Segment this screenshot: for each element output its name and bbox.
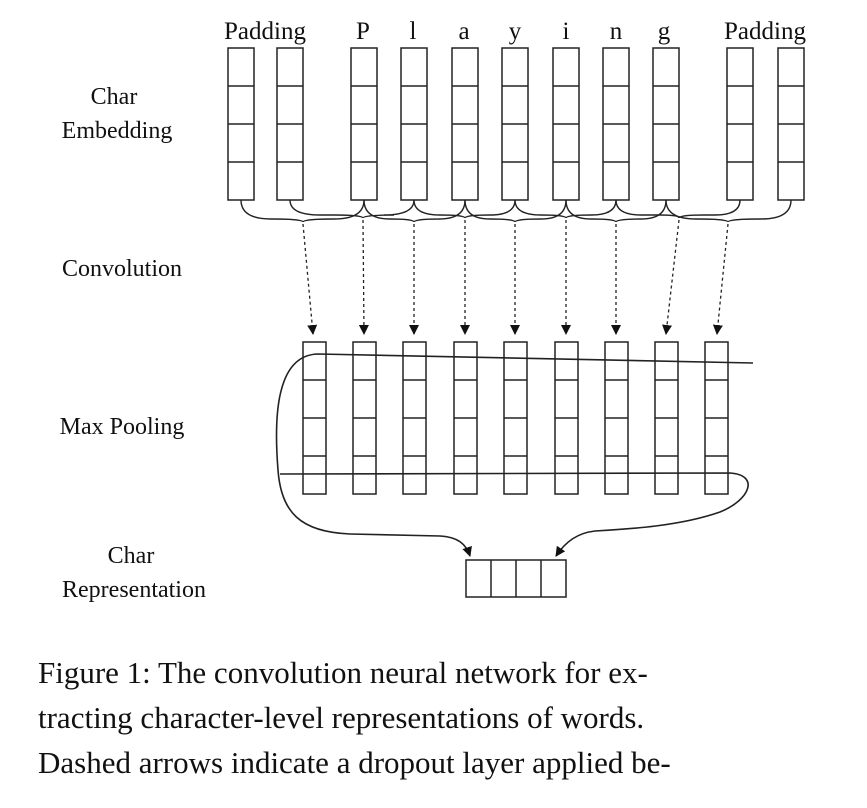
feature-map-column	[302, 341, 327, 495]
embedding-column	[276, 47, 304, 201]
feature-map-column	[554, 341, 579, 495]
embedding-column	[227, 47, 255, 201]
feature-map-column	[503, 341, 528, 495]
label-char-g: g	[658, 18, 671, 45]
caption-line: tracting character-level representations…	[38, 700, 645, 735]
caption-line: Dashed arrows indicate a dropout layer a…	[38, 745, 671, 780]
embedding-column	[451, 47, 479, 201]
embedding-column	[552, 47, 580, 201]
embedding-column	[652, 47, 680, 201]
max-pooling-top-loop	[275, 353, 754, 557]
label-char-y: y	[509, 18, 522, 45]
label-char-i: i	[563, 18, 570, 45]
label-padding-right: Padding	[724, 18, 806, 45]
layer-label-char-representation-line2: Representation	[62, 577, 206, 603]
layer-label-convolution: Convolution	[62, 256, 182, 282]
dropout-arrows	[302, 219, 729, 335]
layer-label-char-embedding-line2: Embedding	[62, 118, 173, 144]
figure-caption: Figure 1: The convolution neural network…	[38, 650, 830, 785]
max-pooling-lines	[275, 353, 754, 557]
embedding-column	[350, 47, 378, 201]
label-char-a: a	[458, 18, 469, 45]
dropout-arrow	[358, 219, 369, 335]
feature-map-column	[704, 341, 729, 495]
feature-map-column	[352, 341, 377, 495]
layer-label-char-representation: Char Representation	[62, 543, 206, 603]
label-char-n: n	[610, 18, 623, 45]
label-padding-left: Padding	[224, 18, 306, 45]
feature-map-column	[604, 341, 629, 495]
feature-map-column	[654, 341, 679, 495]
max-pooling-bottom-loop	[279, 472, 749, 557]
dropout-arrow	[662, 219, 680, 335]
layer-label-char-embedding-line1: Char	[91, 84, 138, 110]
cnn-diagram: Padding P l a y i n g Padding Char Embed…	[60, 18, 807, 603]
embedding-column	[726, 47, 754, 201]
embedding-column	[777, 47, 805, 201]
char-representation-vector	[465, 559, 567, 598]
layer-label-char-embedding: Char Embedding	[62, 84, 173, 144]
label-char-l: l	[410, 18, 417, 45]
dropout-arrow	[302, 223, 318, 335]
embedding-column	[501, 47, 529, 201]
convolution-braces	[240, 199, 792, 223]
label-char-p: P	[356, 18, 370, 45]
dropout-arrow	[712, 223, 729, 335]
feature-map-column	[402, 341, 427, 495]
embedding-column	[602, 47, 630, 201]
caption-line: Figure 1: The convolution neural network…	[38, 655, 648, 690]
layer-label-max-pooling: Max Pooling	[60, 414, 185, 440]
layer-label-char-representation-line1: Char	[108, 543, 155, 569]
feature-map-column	[453, 341, 478, 495]
embedding-column	[400, 47, 428, 201]
